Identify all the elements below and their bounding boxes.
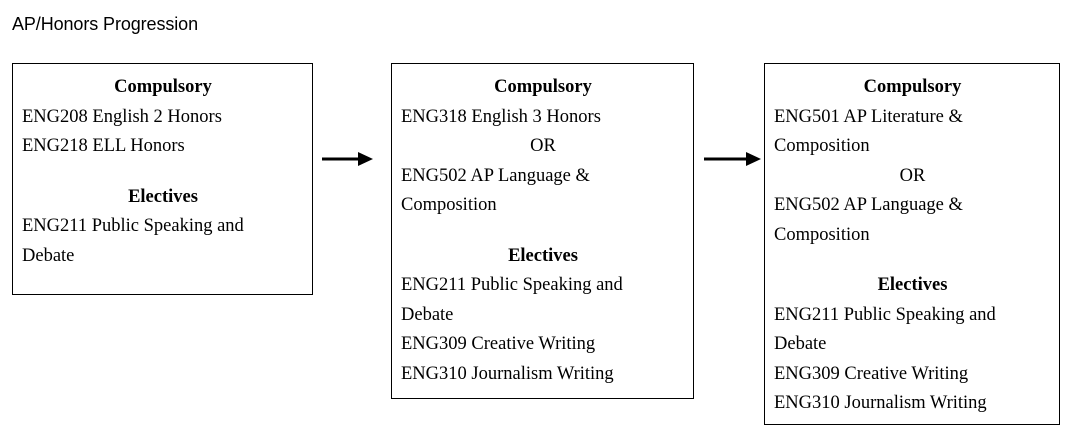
- course-box-2: Compulsory ENG318 English 3 Honors OR EN…: [391, 63, 694, 399]
- course-item: Debate: [774, 334, 827, 354]
- page-title: AP/Honors Progression: [12, 14, 198, 34]
- course-item: ENG502 AP Language &: [401, 165, 590, 186]
- right-arrow-icon: [322, 152, 373, 166]
- course-item: Debate: [401, 304, 454, 325]
- course-item: ENG310 Journalism Writing: [774, 393, 987, 413]
- electives-heading: Electives: [877, 275, 948, 295]
- or-separator: OR: [530, 136, 556, 156]
- course-item: ENG318 English 3 Honors: [401, 106, 601, 127]
- course-item: ENG310 Journalism Writing: [401, 363, 614, 384]
- course-item: ENG211 Public Speaking and: [22, 216, 244, 236]
- compulsory-heading: Compulsory: [114, 77, 212, 97]
- course-item: Composition: [401, 195, 497, 215]
- course-item: Composition: [774, 224, 870, 245]
- course-box-3: Compulsory ENG501 AP Literature & Compos…: [764, 63, 1060, 425]
- course-item: ENG502 AP Language &: [774, 195, 963, 215]
- or-separator: OR: [899, 165, 926, 186]
- course-item: Composition: [774, 136, 870, 156]
- compulsory-heading: Compulsory: [863, 77, 962, 97]
- course-item: ENG309 Creative Writing: [401, 334, 596, 354]
- course-item: ENG501 AP Literature &: [774, 106, 963, 127]
- course-item: ENG211 Public Speaking and: [401, 275, 623, 295]
- course-item: Debate: [22, 245, 75, 266]
- course-item: ENG211 Public Speaking and: [774, 304, 996, 325]
- course-item: ENG309 Creative Writing: [774, 363, 969, 384]
- course-item: ENG208 English 2 Honors: [22, 106, 222, 127]
- course-box-1: Compulsory ENG208 English 2 Honors ENG21…: [12, 63, 313, 295]
- course-item: ENG218 ELL Honors: [22, 136, 185, 156]
- compulsory-heading: Compulsory: [494, 77, 592, 97]
- right-arrow-icon: [704, 152, 761, 166]
- electives-heading: Electives: [128, 186, 198, 207]
- electives-heading: Electives: [508, 245, 578, 266]
